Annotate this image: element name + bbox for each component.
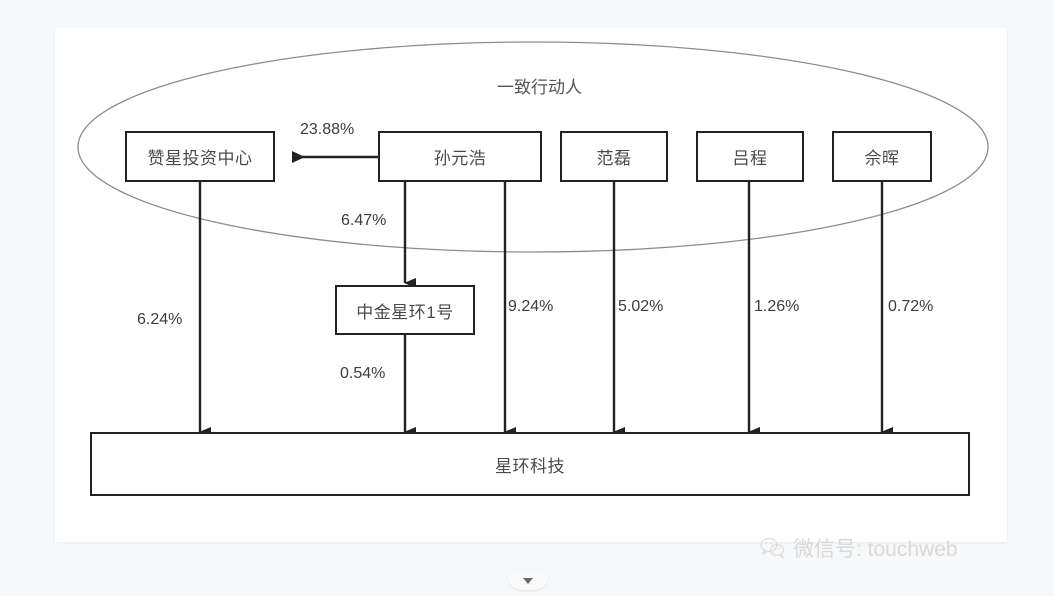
node-zhongjin-xinghuan-no1[interactable]: 中金星环1号 [335, 285, 475, 335]
node-xinghuan-technology[interactable]: 星环科技 [90, 432, 970, 496]
collapse-toggle-button[interactable] [508, 572, 548, 590]
node-sun-yuanhao[interactable]: 孙元浩 [378, 131, 542, 182]
edge-label-23-88: 23.88% [300, 121, 355, 138]
node-fan-lei[interactable]: 范磊 [560, 131, 668, 182]
node-she-hui[interactable]: 佘晖 [832, 131, 932, 182]
edge-label-0-54: 0.54% [340, 365, 386, 382]
node-lv-cheng[interactable]: 吕程 [696, 131, 804, 182]
edge-label-1-26: 1.26% [754, 298, 800, 315]
edge-label-0-72: 0.72% [888, 298, 934, 315]
edge-label-9-24: 9.24% [508, 298, 554, 315]
chevron-down-icon [523, 578, 533, 584]
edge-label-6-47: 6.47% [341, 212, 387, 229]
group-label-consistent-action: 一致行动人 [497, 78, 582, 97]
edge-label-6-24: 6.24% [137, 311, 183, 328]
watermark: 微信号: touchweb [760, 533, 958, 563]
watermark-text: 微信号: touchweb [793, 538, 958, 561]
edge-label-5-02: 5.02% [618, 298, 664, 315]
wechat-icon [760, 537, 785, 559]
node-zanxing-investment-center[interactable]: 赞星投资中心 [125, 131, 275, 182]
